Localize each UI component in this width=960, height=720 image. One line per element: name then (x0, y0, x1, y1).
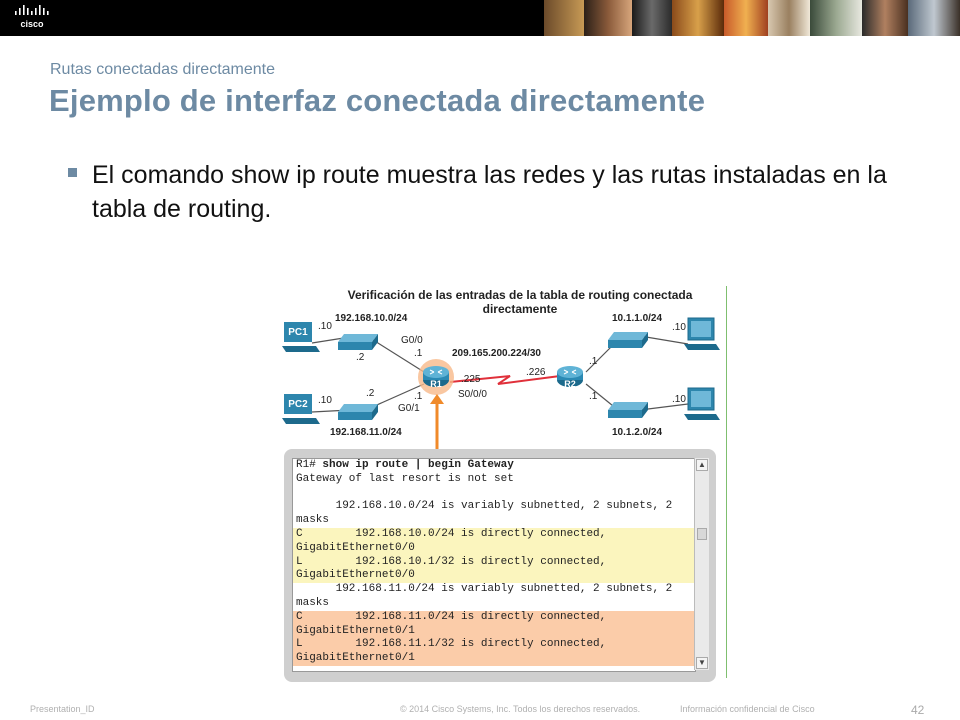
switch-icon (338, 334, 378, 350)
if-r1-g01-name: G0/1 (398, 403, 420, 414)
terminal-line: 192.168.10.0/24 is variably subnetted, 2… (296, 500, 673, 513)
terminal-line: GigabitEthernet0/0 (293, 569, 695, 584)
figure-divider (726, 286, 727, 678)
terminal-line: C 192.168.11.0/24 is directly connected, (293, 610, 695, 625)
terminal-prompt: R1# (296, 459, 323, 471)
pc-icon (282, 322, 320, 352)
bullet-text: El comando show ip route muestra las red… (92, 161, 887, 223)
network-label-wan: 209.165.200.224/30 (452, 348, 541, 359)
scroll-thumb[interactable] (697, 528, 707, 540)
footer-confidential: Información confidencial de Cisco (680, 704, 815, 714)
if-sw1-host: .2 (356, 352, 365, 363)
terminal-line: L 192.168.10.1/32 is directly connected, (293, 555, 695, 570)
svg-text:cisco: cisco (20, 19, 44, 29)
slide-subtitle: Rutas conectadas directamente (50, 61, 276, 78)
if-r1-g01-host: .1 (414, 391, 423, 402)
figure-title-line1: Verificación de las entradas de la tabla… (347, 288, 693, 302)
slide-title: Ejemplo de interfaz conectada directamen… (49, 83, 706, 118)
terminal-scrollbar[interactable]: ▲ ▼ (694, 458, 709, 670)
network-label-lan3: 10.1.1.0/24 (612, 313, 663, 324)
pc-icon (282, 394, 320, 424)
terminal-command: show ip route | begin Gateway (322, 459, 514, 471)
scroll-up-icon[interactable]: ▲ (696, 459, 708, 471)
router-r2-icon (557, 366, 583, 387)
pc-icon (684, 317, 720, 350)
terminal-line: Gateway of last resort is not set (296, 472, 514, 485)
if-r1-s000-host: .225 (461, 374, 481, 385)
if-pc2-host: .10 (318, 395, 332, 406)
pc2-label: PC2 (288, 399, 308, 410)
if-r2-lan4-host: .1 (589, 391, 598, 402)
network-label-lan4: 10.1.2.0/24 (612, 427, 663, 438)
r2-label: R2 (564, 379, 576, 389)
photo-tile (584, 0, 632, 36)
if-r1-g00-host: .1 (414, 348, 423, 359)
terminal-line (293, 487, 695, 501)
page-number: 42 (911, 703, 925, 717)
router-r1-icon (423, 366, 449, 387)
header-photo-strip (544, 0, 960, 36)
photo-tile (810, 0, 862, 36)
callout-arrowhead (430, 394, 444, 404)
footer-copyright: © 2014 Cisco Systems, Inc. Todos los der… (400, 704, 641, 714)
terminal-line: 192.168.11.0/24 is variably subnetted, 2… (296, 583, 673, 596)
photo-tile (908, 0, 960, 36)
r1-label: R1 (430, 379, 442, 389)
terminal-line: GigabitEthernet0/0 (293, 541, 695, 556)
terminal-line: masks (296, 514, 330, 527)
if-r1-g00-name: G0/0 (401, 335, 423, 346)
if-r2-lan3-host: .1 (589, 356, 598, 367)
cisco-logo: cisco (15, 5, 49, 29)
bullet-square-icon (68, 168, 77, 177)
photo-tile (672, 0, 724, 36)
switch-icon (608, 332, 648, 348)
scroll-down-icon[interactable]: ▼ (696, 657, 708, 669)
header-bar: cisco (0, 0, 960, 36)
photo-tile (768, 0, 810, 36)
photo-tile (544, 0, 584, 36)
photo-tile (724, 0, 768, 36)
photo-tile (862, 0, 908, 36)
pc1-label: PC1 (288, 327, 308, 338)
if-r2-s-host: .226 (526, 367, 546, 378)
terminal-line: R1# show ip route | begin Gateway (293, 459, 695, 473)
if-sw2-host: .2 (366, 388, 375, 399)
terminal-line: masks (296, 596, 330, 609)
switch-icon (608, 402, 648, 418)
network-label-lan1: 192.168.10.0/24 (335, 313, 408, 324)
if-pc1-host: .10 (318, 321, 332, 332)
terminal-line: L 192.168.11.1/32 is directly connected, (293, 638, 695, 653)
pc-icon (684, 387, 720, 420)
photo-tile (632, 0, 672, 36)
footer-presentation-id: Presentation_ID (30, 704, 95, 714)
if-r1-s000-name: S0/0/0 (458, 389, 487, 400)
wan-serial-link (449, 375, 561, 385)
figure-title: Verificación de las entradas de la tabla… (310, 288, 730, 316)
if-pc4-host: .10 (672, 394, 686, 405)
switch-icon (338, 404, 378, 420)
terminal-line: C 192.168.10.0/24 is directly connected, (293, 527, 695, 542)
network-label-lan2: 192.168.11.0/24 (330, 427, 402, 438)
if-pc3-host: .10 (672, 322, 686, 333)
figure-title-line2: directamente (482, 302, 558, 316)
terminal-line: GigabitEthernet0/1 (293, 624, 695, 639)
terminal-line: GigabitEthernet0/1 (293, 652, 695, 666)
